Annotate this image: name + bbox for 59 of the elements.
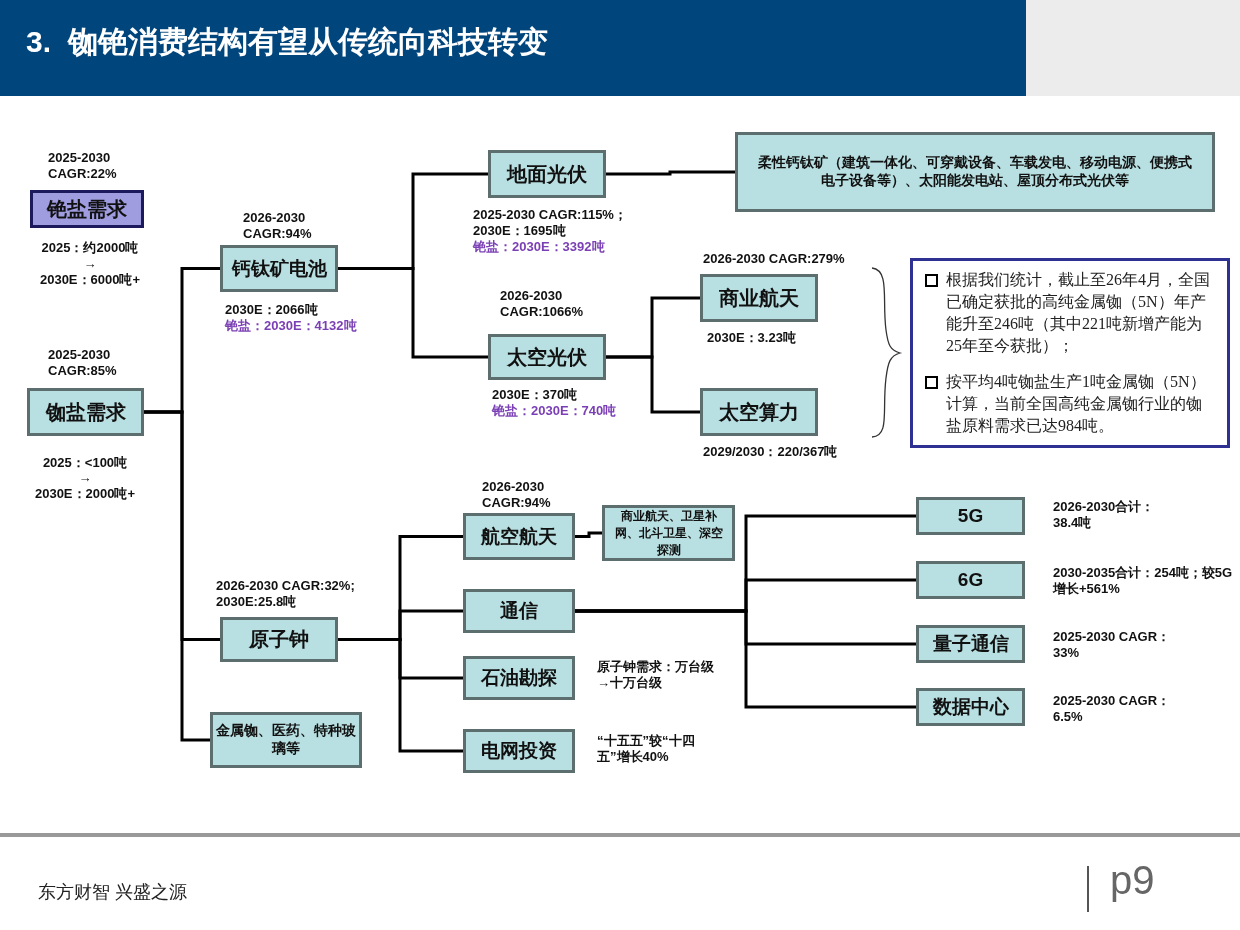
note-text: 根据我们统计，截止至26年4月，全国已确定获批的高纯金属铷（5N）年产能升至246吨（其中221吨新增产能为25年至今获批）； bbox=[946, 270, 1211, 356]
category-box: 商业航天 bbox=[700, 274, 818, 322]
annotation-text: 铯盐：2030E：4132吨 bbox=[225, 318, 358, 334]
annotation-text: 2025-2030 CAGR:85% bbox=[48, 347, 118, 379]
category-box: 6G bbox=[916, 561, 1025, 599]
page-title: 3. 铷铯消费结构有望从传统向科技转变 bbox=[26, 24, 548, 60]
category-box: 地面光伏 bbox=[488, 150, 606, 198]
annotation-text: 2026-2030合计：38.4吨 bbox=[1053, 499, 1156, 531]
annotation-text: 2026-2030 CAGR:1066% bbox=[500, 288, 585, 320]
note-text: 按平均4吨铷盐生产1吨金属铷（5N）计算，当前全国高纯金属铷行业的铷盐原料需求已达984吨。 bbox=[946, 372, 1207, 436]
annotation-text: 2030E：2066吨 bbox=[225, 302, 319, 318]
annotation-text: 原子钟需求：万台级 →十万台级 bbox=[597, 659, 715, 691]
category-box: 铯盐需求 bbox=[30, 190, 144, 228]
category-box: 电网投资 bbox=[463, 729, 575, 773]
annotation-text: 2030E：1695吨 bbox=[473, 223, 567, 239]
category-box: 太空算力 bbox=[700, 388, 818, 436]
connector-line bbox=[144, 410, 210, 742]
annotation-text: 2030-2035合计：254吨；较5G增长+561% bbox=[1053, 565, 1233, 597]
annotation-text: 2030E：370吨 bbox=[492, 387, 579, 403]
connector-line bbox=[338, 267, 488, 359]
annotation-text: 铯盐：2030E：740吨 bbox=[492, 403, 618, 419]
annotation-text: 2025-2030 CAGR：33% bbox=[1053, 629, 1172, 661]
category-box: 量子通信 bbox=[916, 625, 1025, 663]
annotation-text: 2026-2030 CAGR:94% bbox=[482, 479, 552, 511]
category-box: 石油勘探 bbox=[463, 656, 575, 700]
note-box bbox=[910, 258, 1230, 448]
annotation-text: “十五五”较“十四五”增长40% bbox=[597, 733, 696, 765]
category-box: 柔性钙钛矿（建筑一体化、可穿戴设备、车载发电、移动电源、便携式电子设备等）、太阳能发电站、屋顶分布式光伏等 bbox=[735, 132, 1215, 212]
annotation-text: 2030E：3.23吨 bbox=[707, 330, 797, 346]
annotation-text: 2025-2030 CAGR:115%； bbox=[473, 207, 628, 223]
connector-line bbox=[606, 355, 700, 414]
annotation-text: → bbox=[77, 470, 93, 486]
annotation-text: 2026-2030 CAGR:279% bbox=[703, 251, 846, 267]
category-box: 通信 bbox=[463, 589, 575, 633]
connector-line bbox=[575, 609, 916, 709]
category-box: 5G bbox=[916, 497, 1025, 535]
annotation-text: 2030E：2000吨+ bbox=[33, 486, 137, 502]
annotation-text: 2029/2030：220/367吨 bbox=[703, 444, 839, 460]
annotation-text: 2026-2030 CAGR:94% bbox=[243, 210, 313, 242]
annotation-text: 2025：<100吨 bbox=[41, 455, 129, 471]
category-box: 商业航天、卫星补网、北斗卫星、深空探测 bbox=[602, 505, 735, 561]
category-box: 铷盐需求 bbox=[27, 388, 144, 436]
category-box: 数据中心 bbox=[916, 688, 1025, 726]
annotation-text: → bbox=[82, 256, 98, 272]
category-box: 钙钛矿电池 bbox=[220, 245, 338, 292]
category-box: 原子钟 bbox=[220, 617, 338, 662]
category-box: 金属铷、医药、特种玻璃等 bbox=[210, 712, 362, 768]
category-box: 太空光伏 bbox=[488, 334, 606, 380]
annotation-text: 铯盐：2030E：3392吨 bbox=[473, 239, 606, 255]
category-box: 航空航天 bbox=[463, 513, 575, 560]
page-number: p9 bbox=[1110, 858, 1155, 903]
footer-slogan: 东方财智 兴盛之源 bbox=[38, 881, 187, 904]
annotation-text: 2026-2030 CAGR:32%; 2030E:25.8吨 bbox=[216, 578, 356, 610]
annotation-text: 2030E：6000吨+ bbox=[38, 272, 142, 288]
connector-line bbox=[575, 531, 602, 538]
annotation-text: 2025：约2000吨 bbox=[40, 240, 140, 256]
annotation-text: 2025-2030 CAGR:22% bbox=[48, 150, 118, 182]
annotation-text: 2025-2030 CAGR：6.5% bbox=[1053, 693, 1172, 725]
connector-line bbox=[606, 170, 735, 176]
